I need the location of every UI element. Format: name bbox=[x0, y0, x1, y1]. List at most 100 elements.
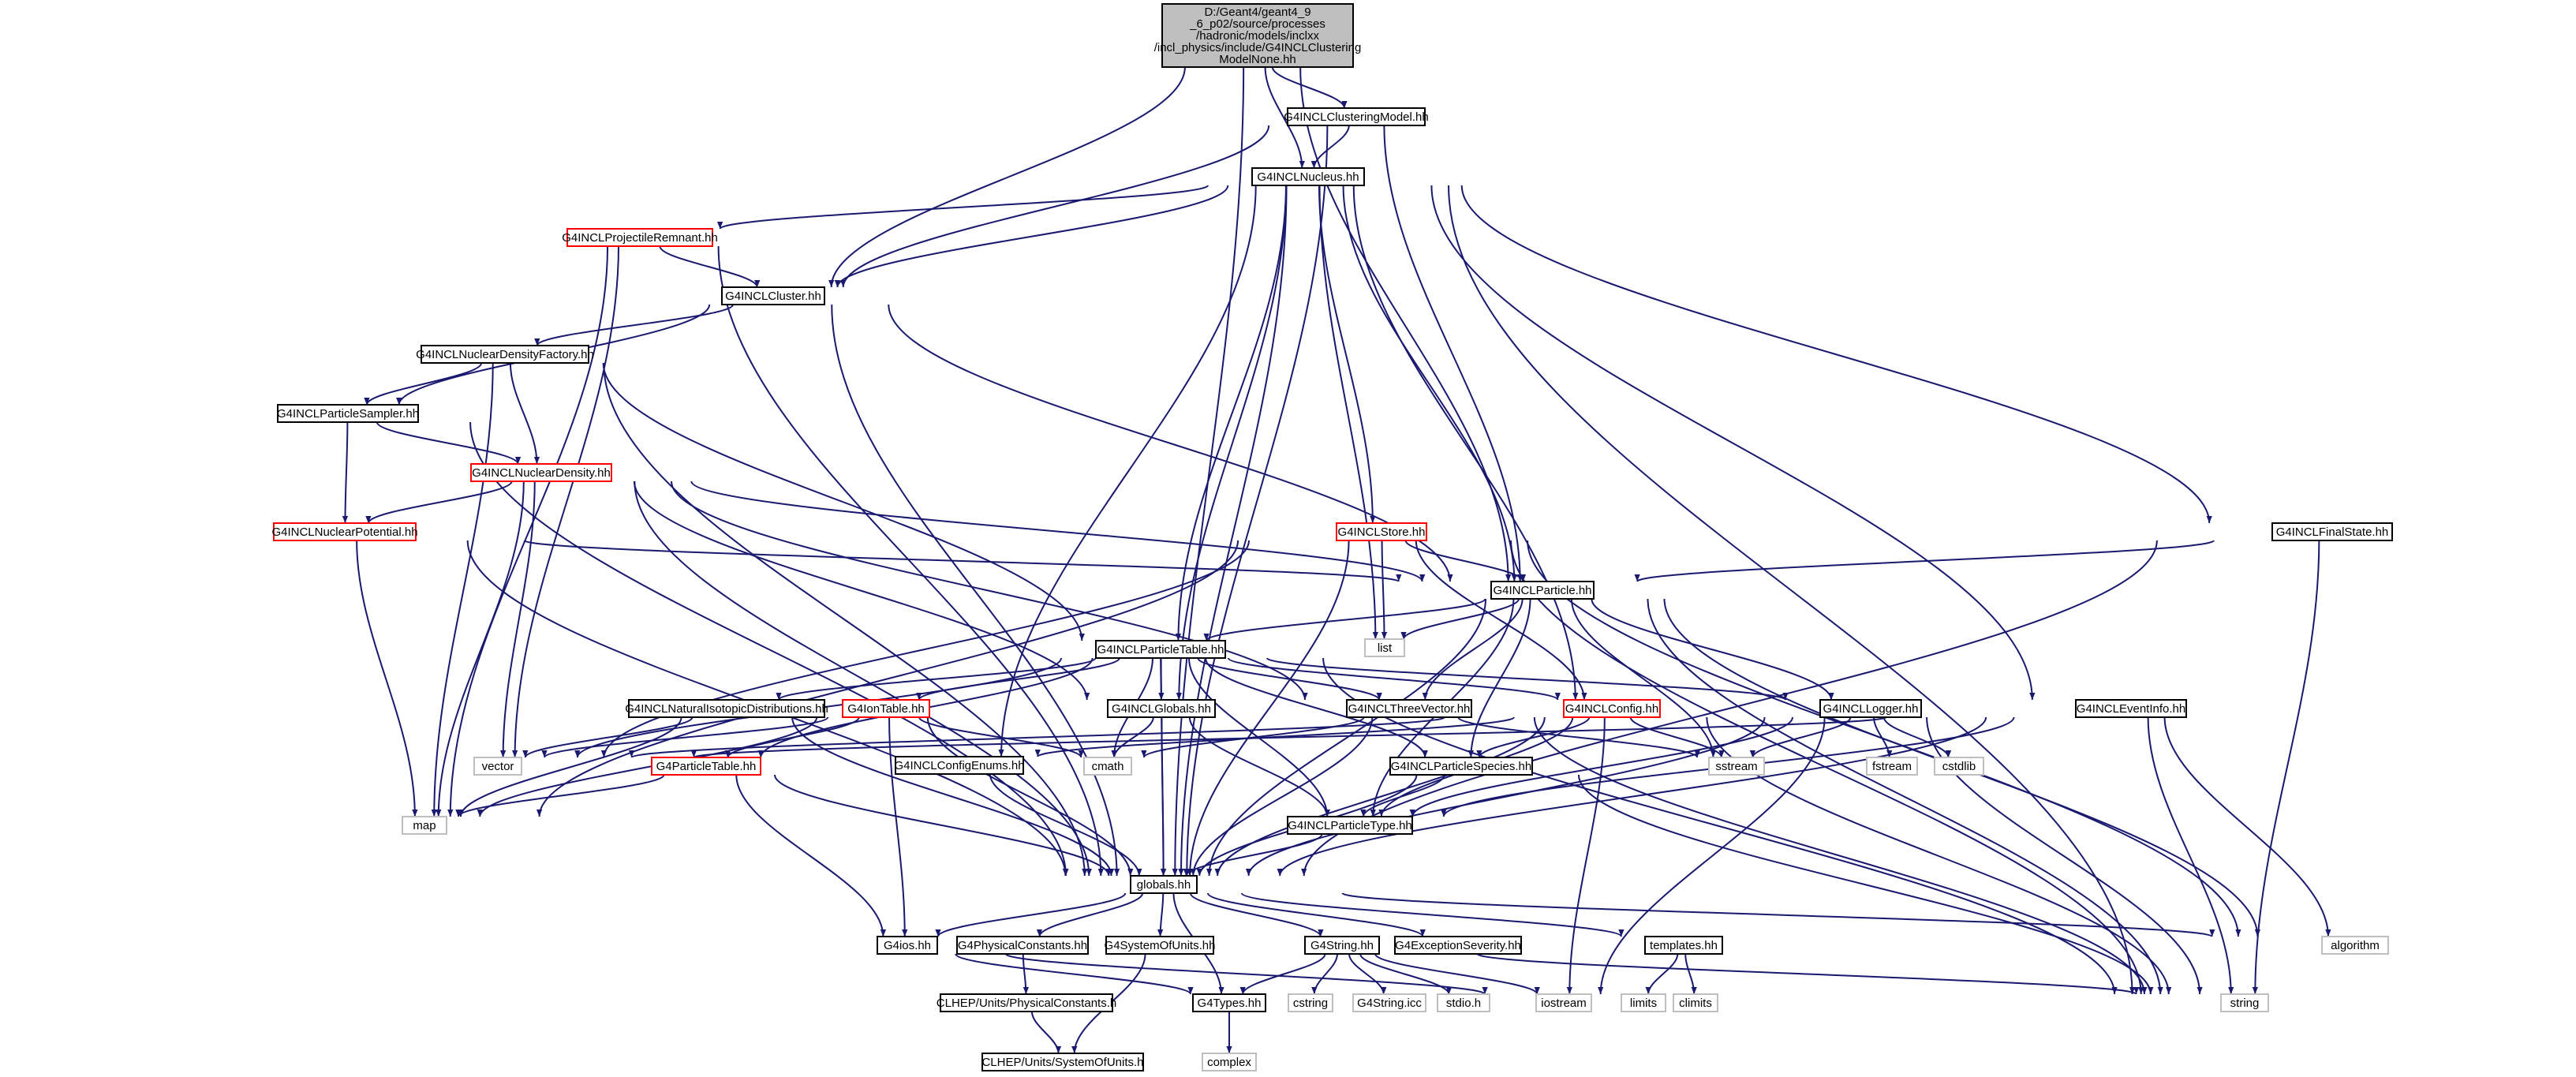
node-natIsotopic[interactable]: G4INCLNaturalIsotopicDistributions.hh bbox=[625, 699, 828, 718]
node-physConsts[interactable]: G4PhysicalConstants.hh bbox=[956, 936, 1089, 955]
node-box-ionTable bbox=[842, 699, 930, 718]
node-box-projRemnant bbox=[566, 228, 713, 247]
node-label-cstring: cstring bbox=[1293, 997, 1328, 1010]
node-cluster[interactable]: G4INCLCluster.hh bbox=[721, 286, 825, 305]
edge-g4ParticleTable-to-globals bbox=[774, 774, 1112, 877]
node-sysOfUnits[interactable]: G4SystemOfUnits.hh bbox=[1105, 936, 1216, 955]
node-label-nucPotential: G4INCLNuclearPotential.hh bbox=[271, 525, 417, 539]
node-exceptionSeverity[interactable]: G4ExceptionSeverity.hh bbox=[1394, 936, 1522, 955]
node-box-nucPotential bbox=[273, 522, 417, 541]
node-g4Types[interactable]: G4Types.hh bbox=[1192, 993, 1266, 1012]
node-config[interactable]: G4INCLConfig.hh bbox=[1563, 699, 1661, 718]
edge-ionTable-to-globals bbox=[926, 716, 1134, 877]
edge-particle-to-list bbox=[1400, 598, 1520, 640]
node-nucPotential[interactable]: G4INCLNuclearPotential.hh bbox=[271, 522, 418, 541]
node-eventInfo[interactable]: G4INCLEventInfo.hh bbox=[2075, 699, 2187, 718]
node-label-clusteringModel: G4INCLClusteringModel.hh bbox=[1284, 110, 1428, 124]
edge-eventInfo-to-vector bbox=[691, 716, 1887, 758]
node-projRemnant[interactable]: G4INCLProjectileRemnant.hh bbox=[562, 228, 718, 247]
node-particleType[interactable]: G4INCLParticleType.hh bbox=[1287, 816, 1413, 835]
node-box-templates bbox=[1644, 936, 1723, 955]
node-box-iostream bbox=[1535, 993, 1592, 1012]
edge-clusteringModel-to-cluster bbox=[840, 125, 1270, 288]
edge-eventInfo-to-string bbox=[2147, 716, 2234, 995]
node-particleSpecies[interactable]: G4INCLParticleSpecies.hh bbox=[1389, 757, 1533, 776]
edge-nucDensity-to-inclGlobals bbox=[633, 481, 1090, 701]
node-inclGlobals[interactable]: G4INCLGlobals.hh bbox=[1107, 699, 1216, 718]
edge-g4String-to-cstring bbox=[1311, 953, 1338, 995]
edge-nucDensFactory-to-globals bbox=[603, 362, 1088, 877]
edge-nucDensFactory-to-map bbox=[431, 362, 494, 817]
node-nucDensity[interactable]: G4INCLNuclearDensity.hh bbox=[470, 463, 612, 482]
node-g4String[interactable]: G4String.hh bbox=[1304, 936, 1380, 955]
node-label-nucleus: G4INCLNucleus.hh bbox=[1257, 170, 1359, 184]
node-label-root-line-1: _6_p02/source/processes bbox=[1189, 17, 1325, 31]
edge-nucDensity-to-map bbox=[436, 481, 525, 817]
edge-particleType-to-globals bbox=[1183, 833, 1323, 877]
node-threeVector[interactable]: G4INCLThreeVector.hh bbox=[1346, 699, 1472, 718]
edge-g4String-to-g4Types bbox=[1239, 953, 1326, 995]
node-label-eventInfo: G4INCLEventInfo.hh bbox=[2077, 702, 2185, 716]
node-particleTable[interactable]: G4INCLParticleTable.hh bbox=[1095, 640, 1226, 659]
edge-nucleus-to-inclGlobals bbox=[1176, 185, 1288, 701]
edge-config-to-particleSpecies bbox=[1476, 716, 1591, 758]
edge-inclGlobals-to-globals bbox=[1161, 716, 1167, 877]
edge-nucleus-to-projRemnant bbox=[717, 185, 1209, 230]
edge-nucPotential-to-particle bbox=[523, 540, 1401, 582]
edge-nucleus-to-eventInfo bbox=[1430, 185, 2036, 701]
node-algorithm: algorithm bbox=[2321, 936, 2389, 955]
node-ionTable[interactable]: G4IonTable.hh bbox=[842, 699, 930, 718]
node-configEnums[interactable]: G4INCLConfigEnums.hh bbox=[894, 756, 1025, 775]
node-box-inclGlobals bbox=[1107, 699, 1216, 718]
node-clusteringModel[interactable]: G4INCLClusteringModel.hh bbox=[1284, 107, 1429, 126]
node-label-root-line-3: /incl_physics/include/G4INCLClustering bbox=[1154, 41, 1362, 54]
edge-inclGlobals-to-cmath bbox=[1111, 716, 1154, 758]
edge-g4ParticleTable-to-map bbox=[455, 774, 665, 817]
edge-eventInfo-to-globals bbox=[1277, 716, 1987, 877]
node-store[interactable]: G4INCLStore.hh bbox=[1336, 522, 1427, 541]
edge-clusteringModel-to-particle bbox=[1383, 125, 1524, 582]
edge-clusteringModel-to-nucleus bbox=[1310, 125, 1350, 169]
node-particle[interactable]: G4INCLParticle.hh bbox=[1490, 581, 1595, 600]
node-label-iostream: iostream bbox=[1541, 997, 1587, 1010]
node-g4ParticleTable[interactable]: G4ParticleTable.hh bbox=[651, 757, 761, 776]
node-box-natIsotopic bbox=[628, 699, 825, 718]
node-cmath: cmath bbox=[1083, 757, 1132, 776]
edge-natIsotopic-to-map bbox=[458, 716, 682, 817]
node-g4StringIcc: G4String.icc bbox=[1352, 993, 1426, 1012]
node-box-clusteringModel bbox=[1287, 107, 1426, 126]
node-nucleus[interactable]: G4INCLNucleus.hh bbox=[1251, 167, 1365, 186]
node-label-root-line-0: D:/Geant4/geant4_9 bbox=[1204, 6, 1310, 19]
edge-config-to-sstream bbox=[1629, 716, 1725, 758]
edge-g4ParticleTable-to-g4ios bbox=[735, 774, 886, 937]
node-box-particleType bbox=[1287, 816, 1413, 835]
node-label-configEnums: G4INCLConfigEnums.hh bbox=[894, 759, 1024, 772]
node-box-map bbox=[402, 816, 447, 835]
node-templates[interactable]: templates.hh bbox=[1644, 936, 1723, 955]
node-finalState[interactable]: G4INCLFinalState.hh bbox=[2271, 522, 2393, 541]
node-sstream: sstream bbox=[1708, 757, 1765, 776]
node-box-g4ParticleTable bbox=[651, 757, 761, 776]
node-root[interactable]: D:/Geant4/geant4_9_6_p02/source/processe… bbox=[1154, 3, 1362, 68]
node-globals[interactable]: globals.hh bbox=[1130, 875, 1198, 894]
node-label-particleSpecies: G4INCLParticleSpecies.hh bbox=[1391, 760, 1531, 773]
edge-store-to-vector bbox=[600, 540, 1250, 758]
edge-root-to-nucleus bbox=[1264, 66, 1305, 169]
node-clhepPhys[interactable]: CLHEP/Units/PhysicalConstants.h bbox=[937, 993, 1116, 1012]
node-nucDensFactory[interactable]: G4INCLNuclearDensityFactory.hh bbox=[416, 345, 594, 364]
node-logger[interactable]: G4INCLLogger.hh bbox=[1819, 699, 1922, 718]
edge-threeVector-to-sstream bbox=[1457, 716, 1700, 758]
node-box-exceptionSeverity bbox=[1394, 936, 1522, 955]
node-clhepUnits[interactable]: CLHEP/Units/SystemOfUnits.h bbox=[981, 1053, 1144, 1071]
edge-g4ios-to-g4Types bbox=[955, 953, 1194, 995]
node-label-particleTable: G4INCLParticleTable.hh bbox=[1097, 643, 1224, 656]
node-label-exceptionSeverity: G4ExceptionSeverity.hh bbox=[1395, 939, 1521, 952]
edge-particleSampler-to-globals bbox=[469, 421, 1069, 877]
edge-nucDensity-to-globals bbox=[634, 481, 1092, 877]
node-g4ios[interactable]: G4ios.hh bbox=[877, 936, 938, 955]
node-particleSampler[interactable]: G4INCLParticleSampler.hh bbox=[277, 404, 419, 423]
node-box-particleSampler bbox=[277, 404, 419, 423]
node-climits: climits bbox=[1673, 993, 1718, 1012]
edge-config-to-globals bbox=[1214, 716, 1546, 877]
edge-nucPotential-to-map bbox=[356, 540, 418, 817]
